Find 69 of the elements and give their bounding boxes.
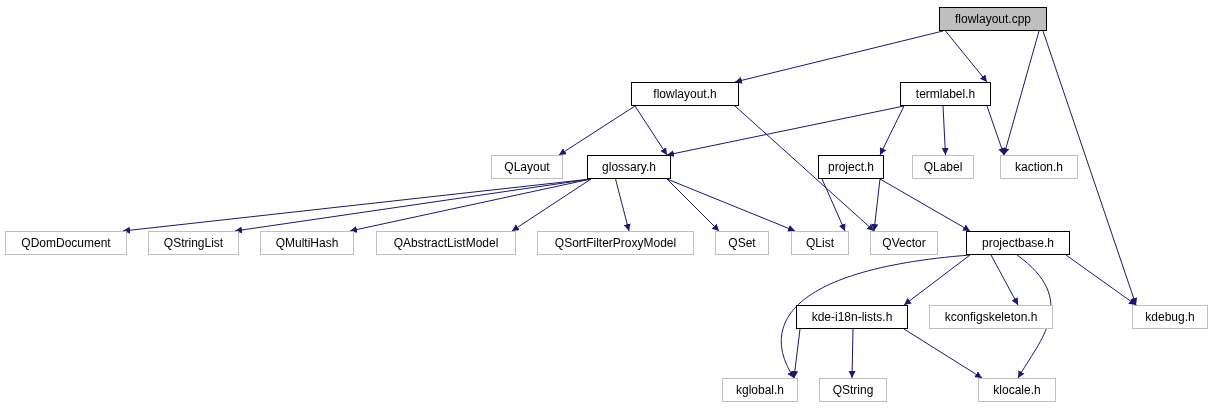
include-arrow <box>903 328 983 379</box>
file-box <box>587 155 671 179</box>
file-name: QLayout <box>504 160 550 174</box>
file-name: QString <box>832 383 874 397</box>
file-box <box>715 231 769 255</box>
file-box <box>5 231 127 255</box>
include-arrow <box>986 105 1005 156</box>
file-name: kde-i18n-lists.h <box>811 310 893 324</box>
file-box <box>1000 155 1078 179</box>
include-arrow <box>1002 30 1040 156</box>
file-name: glossary.h <box>602 160 656 174</box>
include-arrow <box>666 178 720 232</box>
include-arrow <box>941 105 949 156</box>
file-box <box>376 231 516 255</box>
file-box <box>148 231 239 255</box>
file-box <box>631 82 739 106</box>
include-arrow <box>848 328 856 379</box>
include-arrow <box>734 30 944 84</box>
file-name: termlabel.h <box>915 87 976 101</box>
file-name: projectbase.h <box>981 236 1054 250</box>
file-box <box>796 305 908 329</box>
include-arrow <box>666 178 796 232</box>
file-name: flowlayout.h <box>653 87 717 101</box>
file-name: QMultiHash <box>275 236 339 250</box>
file-box <box>819 378 887 402</box>
include-arrow <box>511 178 592 232</box>
file-name: kaction.h <box>1015 160 1063 174</box>
file-name: QDomDocument <box>21 236 111 250</box>
file-name: QStringList <box>163 236 224 250</box>
include-arrow <box>1065 254 1137 306</box>
file-name: project.h <box>828 160 874 174</box>
file-box <box>939 7 1047 31</box>
include-arrow <box>871 178 881 232</box>
file-name: kconfigskeleton.h <box>944 310 1038 324</box>
file-box <box>791 231 849 255</box>
file-name: QLabel <box>923 160 963 174</box>
file-name: QSortFilterProxyModel <box>554 236 677 250</box>
include-arrow <box>1042 30 1138 306</box>
file-box <box>966 231 1070 255</box>
include-arrow <box>903 254 971 306</box>
file-name: QSet <box>728 236 756 250</box>
file-box <box>1132 305 1208 329</box>
file-box <box>870 231 938 255</box>
include-arrow <box>734 105 875 232</box>
include-arrow <box>615 178 631 232</box>
file-name: QAbstractListModel <box>393 236 499 250</box>
include-arrow <box>634 105 668 156</box>
include-arrow <box>558 105 636 156</box>
file-name: klocale.h <box>993 383 1041 397</box>
include-arrow <box>879 105 905 156</box>
file-name: flowlayout.cpp <box>954 12 1031 26</box>
file-name: QVector <box>882 236 926 250</box>
file-box <box>929 305 1053 329</box>
file-box <box>900 82 991 106</box>
file-box <box>491 155 563 179</box>
file-name: QList <box>806 236 834 250</box>
file-box <box>260 231 354 255</box>
include-arrow <box>945 30 988 83</box>
file-box <box>537 231 694 255</box>
include-arrow <box>791 328 801 379</box>
file-box <box>818 155 884 179</box>
include-arrow <box>821 178 846 232</box>
file-name: kglobal.h <box>735 383 784 397</box>
include-arrow <box>990 254 1019 306</box>
file-name: kdebug.h <box>1145 310 1195 324</box>
file-box <box>978 378 1056 402</box>
include-arrow <box>879 178 971 232</box>
file-box <box>722 378 798 402</box>
file-box <box>912 155 974 179</box>
